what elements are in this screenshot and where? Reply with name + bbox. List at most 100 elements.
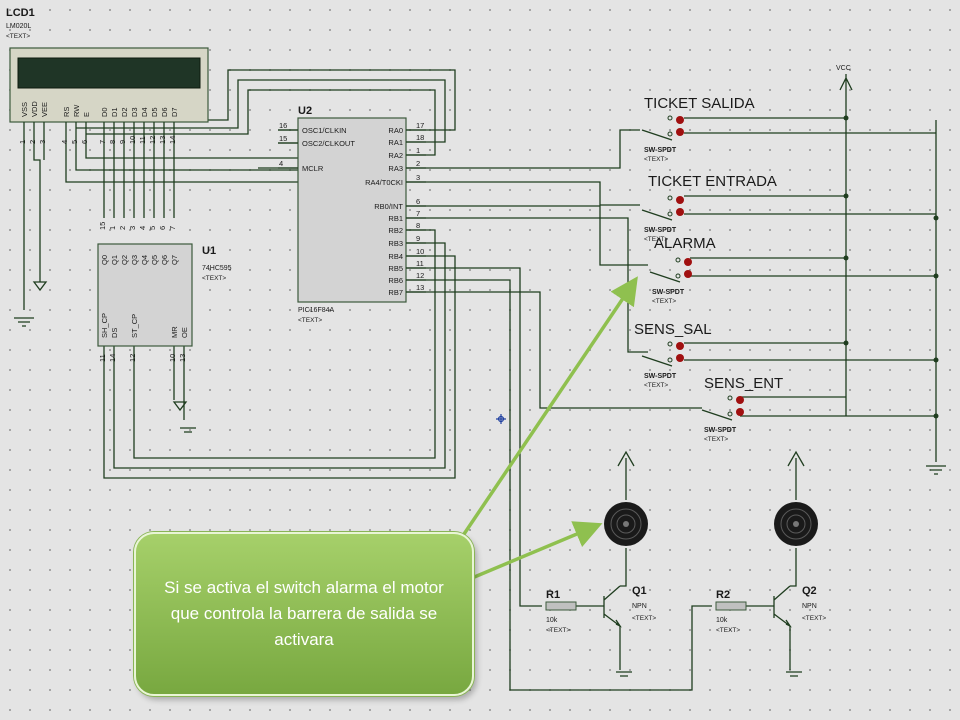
lcd-pin-number: 4 — [60, 140, 69, 144]
motor-2[interactable] — [774, 450, 818, 546]
switch-sens-ent[interactable]: SENS_ENT SW-SPDT <TEXT> — [701, 375, 783, 443]
u1-pin-number: 1 — [108, 226, 117, 230]
switch-contact — [736, 408, 744, 416]
wire-rb7-sw — [405, 291, 702, 409]
lcd-pin-number: 13 — [158, 136, 167, 144]
lcd-pin-label: D5 — [150, 107, 159, 117]
switch-contact — [676, 116, 684, 124]
switch-contact — [676, 208, 684, 216]
lcd-pin-number: 1 — [18, 140, 27, 144]
u2-pin-label: RA0 — [388, 126, 403, 135]
u1-shift-register[interactable]: U1 74HC595 <TEXT> Q015Q11Q22Q33Q44Q55Q66… — [97, 222, 232, 362]
u2-pin-label: RB3 — [388, 239, 403, 248]
u1-pin-number: 13 — [178, 354, 187, 362]
u2-pin-number: 9 — [416, 234, 420, 243]
lcd-pin-number: 7 — [98, 140, 107, 144]
r2-text: <TEXT> — [716, 627, 740, 634]
switch-terminal — [667, 195, 673, 201]
u2-pin-number: 10 — [416, 247, 424, 256]
vcc-label: VCC — [836, 65, 851, 72]
lcd-pin-label: RS — [62, 107, 71, 117]
q2-type: NPN — [802, 603, 817, 610]
lcd-pin-number: 3 — [38, 140, 47, 144]
u2-pin-number: 12 — [416, 271, 424, 280]
u1-pin-label: Q7 — [170, 255, 179, 265]
switch-terminal — [667, 341, 673, 347]
u2-pin-label: RA2 — [388, 151, 403, 160]
switch-lever — [641, 129, 673, 141]
wire-shcp — [103, 255, 456, 479]
wire-ra2-loop — [86, 89, 436, 156]
switch-model: SW-SPDT — [704, 427, 737, 434]
transistor-q2[interactable] — [773, 585, 792, 628]
u2-pin-number: 1 — [416, 146, 420, 155]
junctions — [843, 115, 939, 419]
switch-lever — [649, 271, 681, 283]
vcc-terminal: VCC — [836, 65, 853, 91]
u2-pin-label: RB1 — [388, 214, 403, 223]
u2-pin-number: 13 — [416, 283, 424, 292]
resistor-r1[interactable]: R1 10k <TEXT> — [545, 589, 577, 634]
lcd-pin-label: D4 — [140, 107, 149, 117]
u1-pin-label: MR — [170, 326, 179, 338]
u2-microcontroller[interactable]: U2 PIC16F84A <TEXT> 16OSC1/CLKIN15OSC2/C… — [278, 105, 426, 324]
u1-pins: Q015Q11Q22Q33Q44Q55Q66Q77SH_CP11DS14ST_C… — [98, 222, 189, 362]
switch-contact — [684, 258, 692, 266]
lcd-display[interactable]: LCD1 LM020L <TEXT> VSS1VDD2VEE3RS4RW5E6D… — [6, 7, 209, 144]
switch-terminal — [675, 257, 681, 263]
u2-text: <TEXT> — [298, 317, 322, 324]
lcd-pin-number: 12 — [148, 136, 157, 144]
wire-rw — [75, 136, 405, 171]
switch-text: <TEXT> — [644, 156, 668, 163]
switch-lever — [701, 409, 733, 421]
u2-pin-label: RA1 — [388, 138, 403, 147]
u2-pin-label: OSC2/CLKOUT — [302, 139, 355, 148]
switch-label: TICKET SALIDA — [644, 95, 755, 112]
switch-contact — [676, 342, 684, 350]
resistor-r2[interactable]: R2 10k <TEXT> — [715, 589, 747, 634]
switch-terminal — [667, 357, 673, 363]
u2-pin-number: 3 — [416, 173, 420, 182]
arrow-to-alarma — [458, 276, 638, 541]
lcd-pin-label: E — [82, 112, 91, 117]
r1-value: 10k — [546, 617, 558, 624]
u1-pin-label: Q0 — [100, 255, 109, 265]
u2-pin-number: 18 — [416, 133, 424, 142]
lcd-pin-number: 6 — [80, 140, 89, 144]
switch-text: <TEXT> — [704, 436, 728, 443]
u2-pin-number: 6 — [416, 197, 420, 206]
switch-terminal — [727, 395, 733, 401]
callout-arrows — [458, 276, 638, 580]
lcd-pin-label: VSS — [20, 102, 29, 117]
u1-pin-label: DS — [110, 328, 119, 338]
u1-pin-label: Q3 — [130, 255, 139, 265]
switch-label: SENS_ENT — [704, 375, 783, 392]
switch-terminal — [667, 211, 673, 217]
u1-pin-number: 14 — [108, 354, 117, 362]
u2-pin-label: RB4 — [388, 252, 403, 261]
motor-1[interactable] — [604, 450, 648, 546]
u1-pin-label: OE — [180, 327, 189, 338]
u1-ref: U1 — [202, 245, 216, 257]
switch-terminal — [667, 131, 673, 137]
u2-model: PIC16F84A — [298, 307, 335, 314]
switch-contact — [676, 354, 684, 362]
callout-text: Si se activa el switch alarma el motor q… — [164, 578, 444, 649]
switch-lever — [641, 209, 673, 221]
u2-pin-label: RB7 — [388, 288, 403, 297]
r1-text: <TEXT> — [546, 627, 570, 634]
u2-ref: U2 — [298, 105, 312, 117]
arrow-to-motor — [471, 521, 603, 580]
lcd-text: <TEXT> — [6, 33, 30, 40]
switch-label: SENS_SAL — [634, 321, 712, 338]
wire-ra1-loop — [76, 79, 446, 143]
transistor-q1[interactable] — [603, 585, 622, 628]
u2-pin-number: 8 — [416, 221, 420, 230]
u1-pin-label: Q1 — [110, 255, 119, 265]
crosshair-cursor-icon — [496, 414, 506, 424]
u1-pin-label: Q5 — [150, 255, 159, 265]
